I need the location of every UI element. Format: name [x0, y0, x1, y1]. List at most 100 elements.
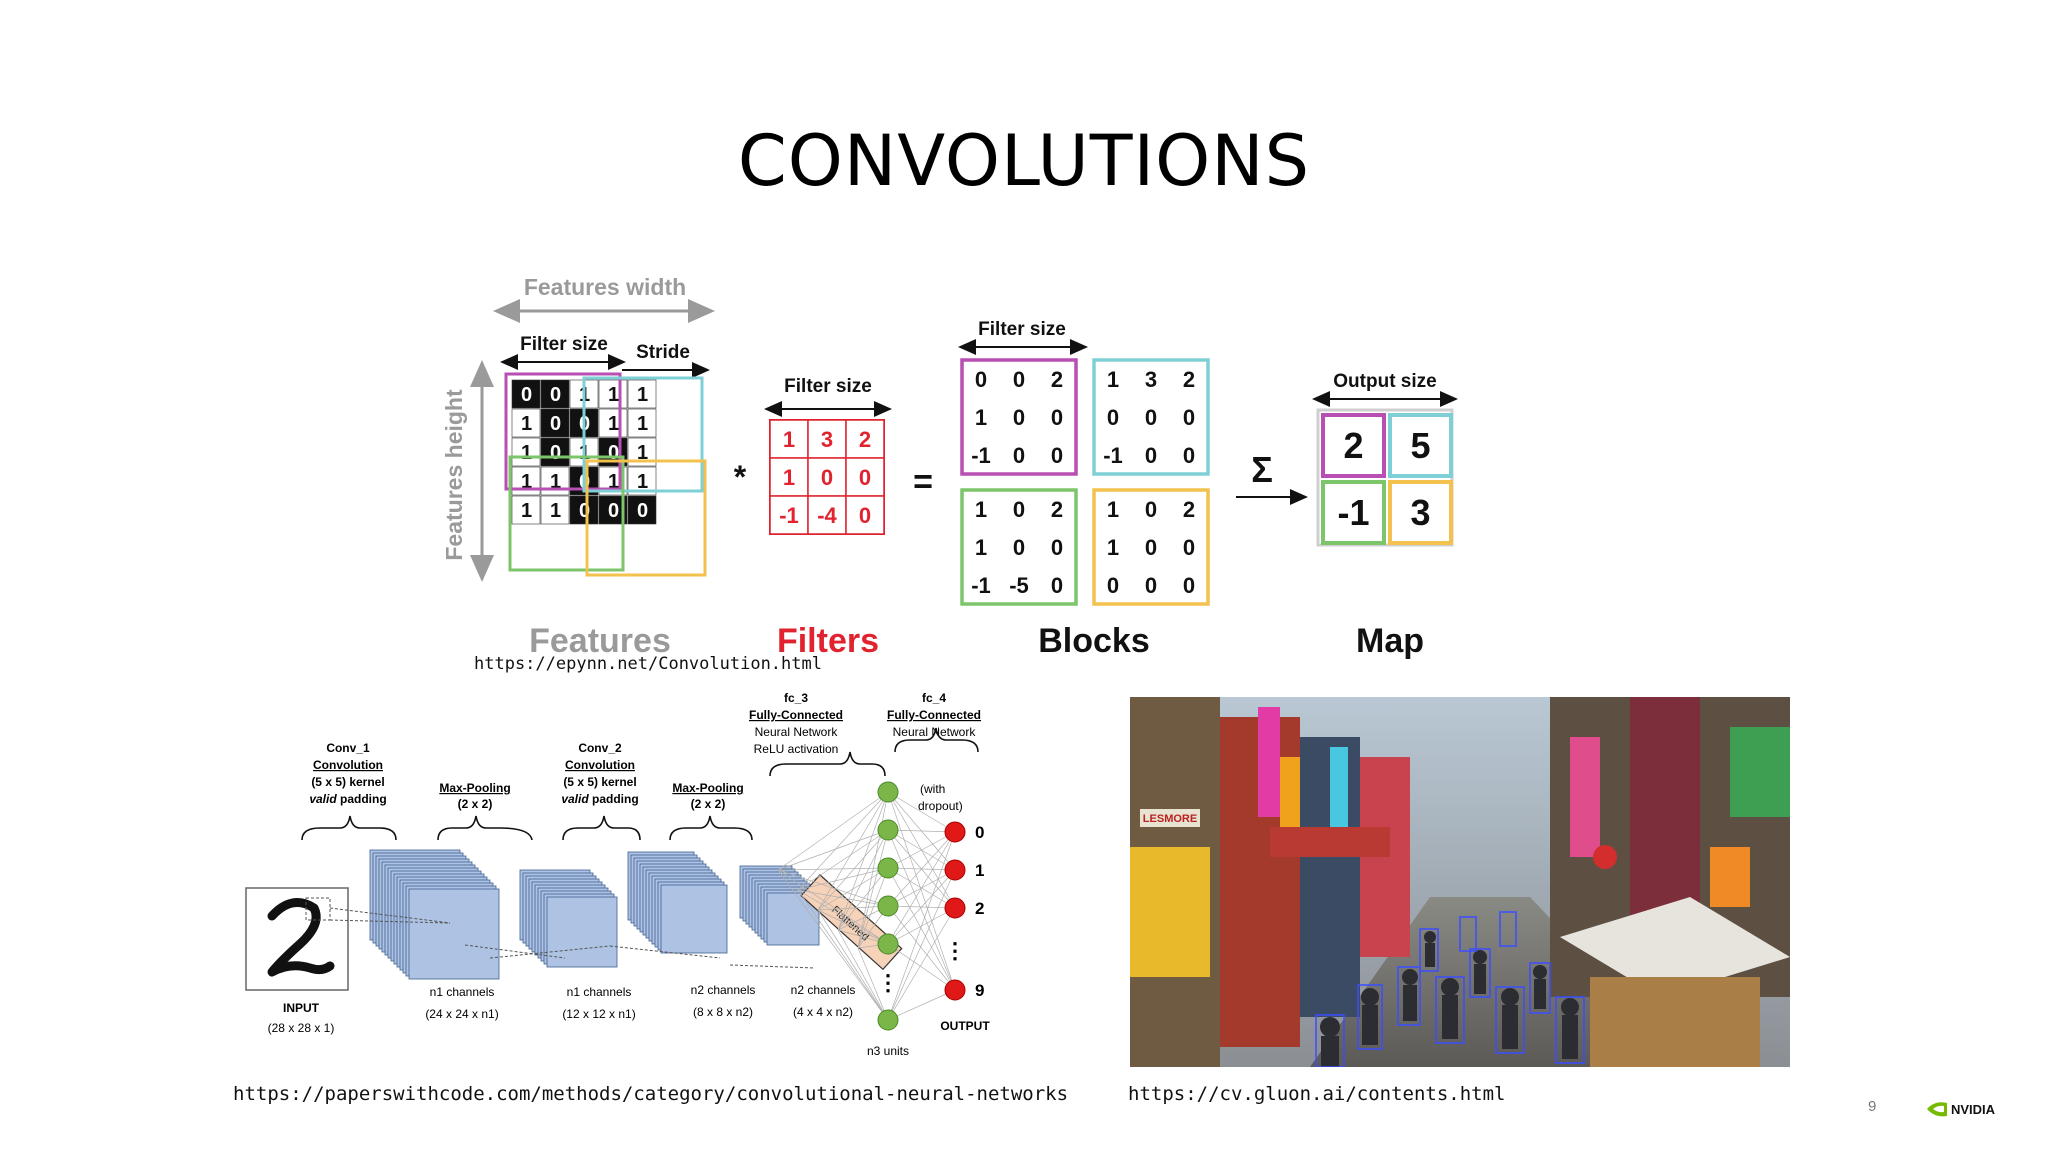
- layer-fc3-activation: ReLU activation: [754, 742, 839, 756]
- stage-labels: n1 channels (24 x 24 x n1) n1 channels (…: [425, 983, 855, 1021]
- block-cell-value: 0: [1183, 535, 1195, 560]
- slide-title: CONVOLUTIONS: [737, 120, 1311, 202]
- features-cell: [627, 495, 657, 525]
- fc-edge: [887, 867, 956, 991]
- output-size-label: Output size: [1333, 371, 1436, 392]
- layer-conv1-type: Convolution: [313, 758, 383, 772]
- features-cell: [540, 437, 570, 467]
- block-frame: [960, 358, 1078, 476]
- features-cell-value: 1: [608, 413, 619, 435]
- map-cell-value: -1: [1337, 492, 1369, 533]
- block-cell-value: 0: [1145, 535, 1157, 560]
- photo-crowd: [1320, 931, 1579, 1067]
- features-cell-value: 0: [550, 384, 561, 406]
- fc-edge: [817, 791, 889, 911]
- fc-edge: [887, 905, 956, 991]
- filter-cell-value: 1: [783, 427, 795, 452]
- block-cell-value: 1: [1107, 535, 1119, 560]
- photo-tent-roof: [1560, 897, 1790, 997]
- block-cell-value: 1: [1107, 497, 1119, 522]
- nvidia-eye-inner-icon: [1933, 1105, 1944, 1113]
- convolution-source-url[interactable]: https://epynn.net/Convolution.html: [474, 654, 822, 674]
- filter-size-label-blocks: Filter size: [978, 319, 1066, 340]
- features-cell-value: 0: [637, 500, 648, 522]
- feature-stack-pool1: [519, 869, 618, 968]
- sum-operator: Σ: [1251, 449, 1273, 490]
- stage4-dims: (4 x 4 x n2): [793, 1005, 853, 1019]
- hidden-unit-node: [877, 857, 899, 879]
- hidden-unit-node: [877, 933, 899, 955]
- features-cell: [540, 408, 570, 438]
- features-cell-value: 1: [637, 384, 648, 406]
- filter-cell-value: 0: [859, 465, 871, 490]
- feature-stack-conv2: [627, 851, 728, 954]
- photo-sign-lesmore-text: LESMORE: [1143, 813, 1197, 825]
- fc-edge: [777, 791, 889, 871]
- fc-edge: [887, 831, 956, 945]
- output-ellipsis: ⋮: [944, 938, 966, 963]
- cnn-source-url[interactable]: https://paperswithcode.com/methods/categ…: [233, 1083, 1069, 1105]
- block-cell-value: 1: [975, 405, 987, 430]
- object-detection-street-photo: LESMORE: [1130, 697, 1790, 1067]
- block-cell-value: 0: [1145, 573, 1157, 598]
- features-cell-value: 1: [521, 413, 532, 435]
- brace-pool1: [437, 815, 533, 841]
- filter-cell: [845, 495, 885, 535]
- photo-sign-neon-1: [1258, 707, 1280, 817]
- features-window-purple: [504, 372, 622, 491]
- block-cell-value: 1: [1107, 367, 1119, 392]
- fc-connections: [777, 791, 956, 1021]
- stage1-channels: n1 channels: [430, 985, 495, 999]
- layer-conv2-detail: (5 x 5) kernel: [563, 775, 636, 789]
- features-cell: [540, 379, 570, 409]
- layer-pool1-type: Max-Pooling: [439, 781, 510, 795]
- features-cell: [511, 495, 541, 525]
- fc-edge: [777, 869, 889, 907]
- block-cell-value: 0: [1013, 367, 1025, 392]
- layer-fc3-detail: Neural Network: [755, 725, 839, 739]
- layer-fc3-type: Fully-Connected: [749, 708, 843, 722]
- filter-size-label-filter: Filter size: [784, 376, 872, 397]
- fc-edge: [797, 889, 889, 1021]
- fc-edge: [777, 869, 889, 1021]
- features-cell: [511, 437, 541, 467]
- stage3-channels: n2 channels: [691, 983, 756, 997]
- caption-blocks: Blocks: [1038, 622, 1150, 660]
- fc-nodes: [877, 781, 966, 1031]
- features-cell-value: 0: [521, 384, 532, 406]
- fc-edge: [797, 867, 889, 891]
- block-cell-value: 0: [1183, 443, 1195, 468]
- multiply-operator: *: [734, 459, 747, 495]
- map-cell: [1321, 413, 1386, 478]
- filter-cell-value: -4: [817, 503, 837, 528]
- convolution-diagram: Features width Features height Filter si…: [441, 274, 1458, 660]
- features-cell: [569, 495, 599, 525]
- fc-edge: [837, 829, 889, 931]
- fc-edge: [887, 829, 956, 833]
- fc-edge: [797, 829, 889, 891]
- fc-edge: [887, 943, 956, 991]
- brace-pool2: [669, 815, 753, 841]
- block-frame: [1092, 488, 1210, 606]
- features-cell: [598, 408, 628, 438]
- block-cell-value: 2: [1051, 497, 1063, 522]
- layer-fc3-annotation: fc_3 Fully-Connected Neural Network ReLU…: [749, 691, 843, 756]
- fc-edge: [797, 889, 889, 907]
- features-window-yellow: [585, 459, 707, 577]
- filter-cell: [769, 419, 809, 459]
- photo-source-url[interactable]: https://cv.gluon.ai/contents.html: [1128, 1083, 1506, 1105]
- features-cell-value: 1: [521, 442, 532, 464]
- output-class-label: 9: [975, 981, 984, 1000]
- features-cell: [627, 408, 657, 438]
- caption-features: Features: [529, 622, 671, 660]
- fc-edge: [887, 907, 956, 1021]
- output-class-label: 1: [975, 861, 984, 880]
- photo-stall: [1590, 977, 1760, 1067]
- layer-conv1-annotation: Conv_1 Convolution (5 x 5) kernel valid …: [309, 741, 386, 806]
- layer-pool1-annotation: Max-Pooling (2 x 2): [439, 781, 510, 811]
- layer-fc4-type: Fully-Connected: [887, 708, 981, 722]
- fc-edge: [887, 791, 956, 833]
- block-cell-value: 0: [1051, 573, 1063, 598]
